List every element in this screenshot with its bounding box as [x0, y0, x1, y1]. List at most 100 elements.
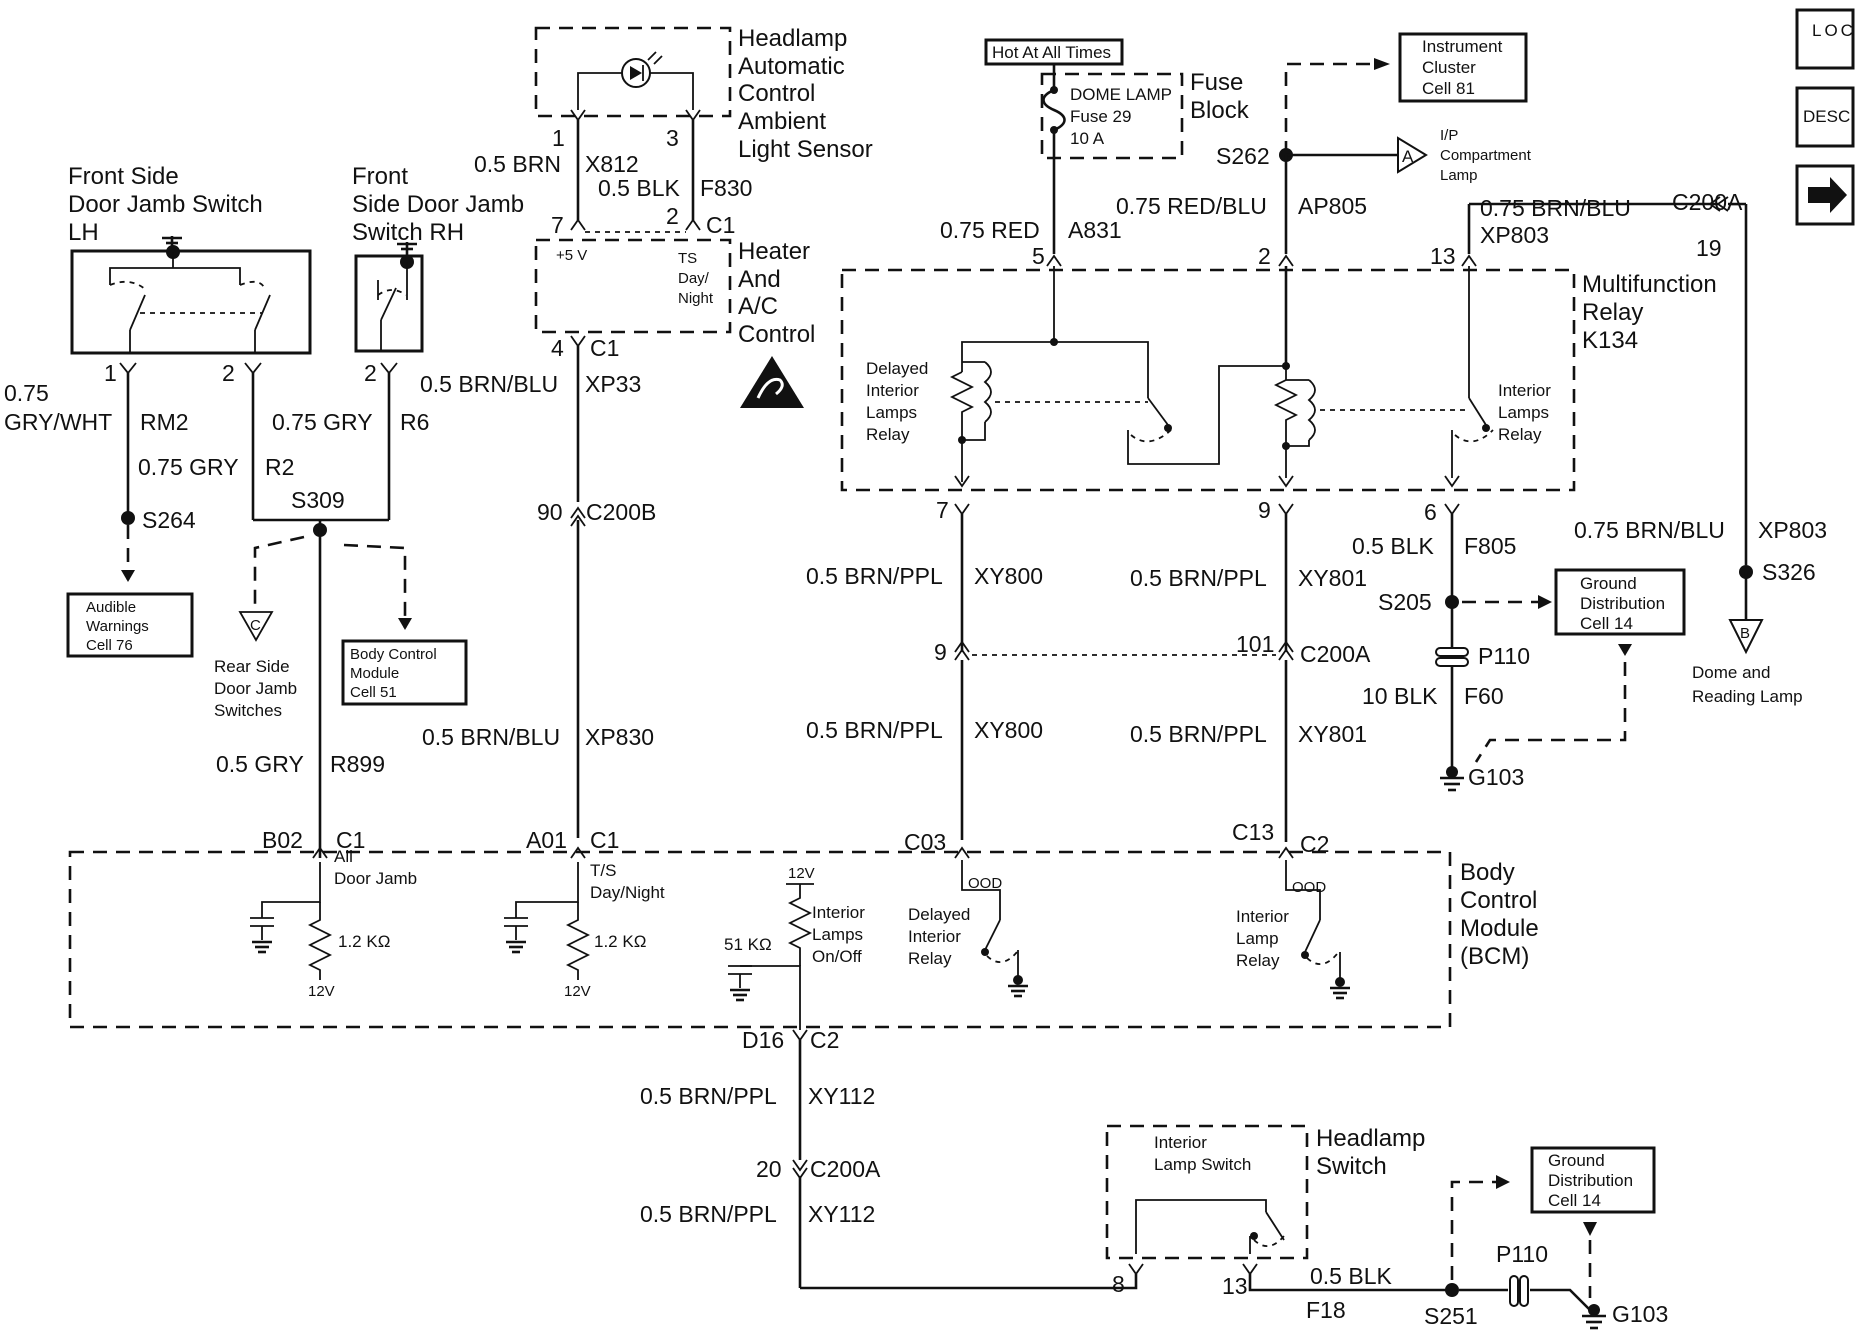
- relay-interior-2: Lamps: [1498, 403, 1549, 422]
- ref-audible-line1: Audible: [86, 599, 136, 616]
- hvac-title-4: Control: [738, 321, 815, 348]
- wire-xp33-size: 0.5 BRN/BLU: [420, 371, 558, 397]
- sensor-title-4: Ambient: [738, 108, 826, 135]
- pin-relay-6: 6: [1424, 499, 1437, 525]
- pin-relay-13: 13: [1430, 243, 1456, 269]
- ref-dome-2: Reading Lamp: [1692, 687, 1803, 706]
- fuse-number: Fuse 29: [1070, 107, 1131, 126]
- relay-delayed-2: Interior: [866, 381, 919, 400]
- relay-interior-1: Interior: [1498, 381, 1551, 400]
- headlamp-switch-title-1: Headlamp: [1316, 1125, 1425, 1152]
- splice-s251-label: S251: [1424, 1303, 1478, 1329]
- ref-gd2-3: Cell 14: [1548, 1191, 1601, 1210]
- pin-hs-8: 8: [1112, 1271, 1125, 1297]
- ground-icon: [1330, 977, 1350, 1000]
- front-lh-switch-title-1: Front Side: [68, 163, 179, 190]
- relay-title-1: Multifunction: [1582, 271, 1717, 298]
- wire-xy112a-label: XY112: [808, 1083, 875, 1109]
- ref-body-control-module: [341, 639, 468, 706]
- ref-ic-3: Cell 81: [1422, 79, 1475, 98]
- interior-relay-coil: [1307, 379, 1316, 441]
- pin-hvac-2: 2: [666, 203, 679, 229]
- pin-sensor-1: 1: [552, 125, 565, 151]
- ground-icon: [730, 974, 750, 1002]
- wire-r6-label: R6: [400, 409, 429, 435]
- wire-a831-size: 0.75 RED: [940, 217, 1040, 243]
- conn-c200b: C200B: [586, 499, 656, 525]
- relay-delayed-1: Delayed: [866, 359, 928, 378]
- wire-rm2-size-1: 0.75: [4, 380, 49, 406]
- hs-inner-1: Interior: [1154, 1133, 1207, 1152]
- offpage-a-label: A: [1402, 147, 1414, 166]
- wire-x812-size: 0.5 BRN: [474, 151, 561, 177]
- bcm-delayed-3: Relay: [908, 949, 952, 968]
- hvac-ts-3: Night: [678, 290, 714, 307]
- bcm-int-relay-1: Interior: [1236, 907, 1289, 926]
- wire-xp33-label: XP33: [585, 371, 641, 397]
- bcm-delayed-2: Interior: [908, 927, 961, 946]
- pin-relay-2: 2: [1258, 243, 1271, 269]
- pin-relay-9: 9: [1258, 497, 1271, 523]
- resistor-ts-day-night: [565, 902, 591, 980]
- bcm-all-jamb-1: All: [334, 847, 353, 866]
- wire-xy801b-label: XY801: [1298, 721, 1367, 747]
- ref-bcm-2: Module: [350, 665, 399, 682]
- front-rh-switch-title-2: Side Door Jamb: [352, 191, 524, 218]
- next-page-button[interactable]: [1795, 164, 1855, 226]
- splice-s251: [1445, 1283, 1459, 1297]
- ref-ground-distribution-2: [1530, 1146, 1656, 1214]
- wire-r899-size: 0.5 GRY: [216, 751, 304, 777]
- pin-lh-2: 2: [222, 360, 235, 386]
- sensor-title-5: Light Sensor: [738, 136, 873, 163]
- bcm-res-1k2-a: 1.2 KΩ: [338, 932, 390, 951]
- splice-s205: [1445, 595, 1459, 609]
- bcm-int-relay-2: Lamp: [1236, 929, 1279, 948]
- ground-icon: [506, 926, 526, 954]
- ref-audible-line3: Cell 76: [86, 637, 133, 654]
- relay-delayed-3: Lamps: [866, 403, 917, 422]
- fuse-name: DOME LAMP: [1070, 85, 1172, 104]
- wire-xy112b-label: XY112: [808, 1201, 875, 1227]
- hvac-5v-label: +5 V: [556, 247, 587, 264]
- wire-rm2-label: RM2: [140, 409, 189, 435]
- wire-f805-size: 0.5 BLK: [1352, 533, 1434, 559]
- wire-r6-size: 0.75 GRY: [272, 409, 373, 435]
- desc-button-label: DESC: [1803, 107, 1850, 126]
- fuse-block: [1040, 72, 1184, 160]
- wire-xy112a-size: 0.5 BRN/PPL: [640, 1083, 777, 1109]
- wire-rm2-size-2: GRY/WHT: [4, 409, 112, 435]
- bcm-onoff-1: Interior: [812, 903, 865, 922]
- resistor-interior-onoff: [787, 884, 813, 966]
- relay-title-2: Relay: [1582, 299, 1643, 326]
- fuse-block-title-2: Block: [1190, 97, 1250, 124]
- splice-g103a-label: G103: [1468, 764, 1524, 790]
- wire-f18: [1248, 1274, 1452, 1292]
- ref-gd1-2: Distribution: [1580, 594, 1665, 613]
- body-control-module: [68, 850, 1452, 1029]
- splice-s326-label: S326: [1762, 559, 1816, 585]
- hvac-ts-2: Day/: [678, 270, 710, 287]
- headlamp-switch-title-2: Switch: [1316, 1153, 1387, 1180]
- bcm-ts-2: Day/Night: [590, 883, 665, 902]
- ground-icon: [1582, 1304, 1606, 1330]
- ref-ic-2: Cluster: [1422, 58, 1476, 77]
- wire-f805-label: F805: [1464, 533, 1516, 559]
- wire-xy801a-label: XY801: [1298, 565, 1367, 591]
- loc-button[interactable]: LOC: [1795, 8, 1856, 70]
- bcm-int-relay-3: Relay: [1236, 951, 1280, 970]
- ref-instrument-cluster: [1398, 32, 1528, 103]
- ref-ground-distribution-1: [1554, 568, 1686, 636]
- conn-c200a-top: C200A: [1672, 189, 1743, 215]
- splice-s262-label: S262: [1216, 143, 1270, 169]
- desc-button[interactable]: DESC: [1795, 86, 1855, 148]
- wire-r899-label: R899: [330, 751, 385, 777]
- headlamp-light-sensor: [534, 26, 732, 118]
- relay-delayed-4: Relay: [866, 425, 910, 444]
- wire-ap805-size: 0.75 RED/BLU: [1116, 193, 1267, 219]
- splice-s264: [121, 511, 135, 525]
- wire-f60-label: F60: [1464, 683, 1504, 709]
- front-lh-switch: [70, 249, 312, 355]
- ref-ip-2: Compartment: [1440, 147, 1532, 164]
- conn-bcm-b02-c1: C1: [336, 827, 365, 853]
- bcm-title-2: Control: [1460, 887, 1537, 914]
